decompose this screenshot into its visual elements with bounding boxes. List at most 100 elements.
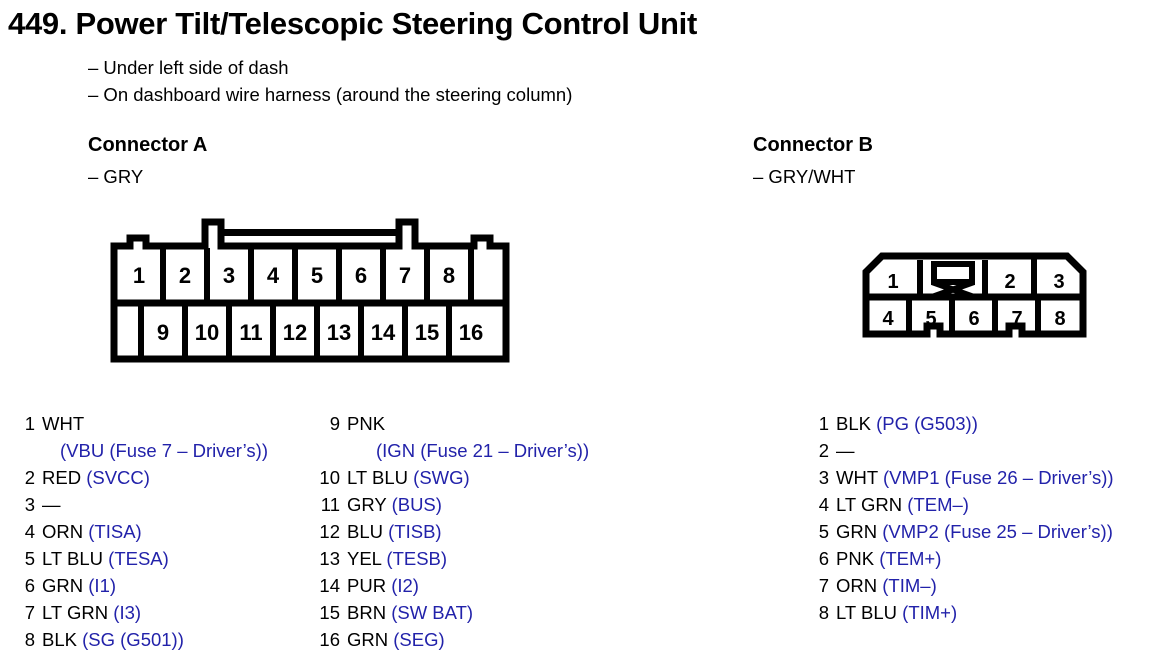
signal-name: (SW BAT) [391,602,474,623]
connector-b-pin-2: 2 [1004,271,1015,293]
signal-name: (IGN (Fuse 21 – Driver’s)) [376,440,590,461]
connector-b-pin-7: 7 [1011,308,1022,330]
connector-a-pin-13: 13 [327,320,351,345]
connector-a-pin-1: 1 [133,263,145,288]
pin-list-item: 6 PNK (TEM+) [818,545,1114,572]
pin-list-item: 1 WHT (VBU (Fuse 7 – Driver’s)) [24,410,268,464]
pin-list-item: 7 LT GRN (I3) [24,599,268,626]
wire-color: ORN [836,575,878,596]
pin-number: 11 [320,494,340,515]
pin-number: 7 [818,575,829,596]
connector-a-diagram: 1 2 3 4 5 6 7 8 9 10 11 12 13 14 15 16 [110,218,510,368]
connector-a-pin-9: 9 [157,320,169,345]
connector-b-pin-list: 1 BLK (PG (G503)) 2 — 3 WHT (VMP1 (Fuse … [818,410,1114,626]
signal-name: (VMP2 (Fuse 25 – Driver’s)) [882,521,1113,542]
signal-name: (SWG) [413,467,470,488]
wire-color: RED [42,467,82,488]
connector-b-pin-6: 6 [968,308,979,330]
pin-list-item: 5 GRN (VMP2 (Fuse 25 – Driver’s)) [818,518,1114,545]
pin-number: 2 [24,467,35,488]
connector-a-pin-list-left: 1 WHT (VBU (Fuse 7 – Driver’s)) 2 RED (S… [24,410,268,653]
pin-list-item: 16 GRN (SEG) [318,626,589,653]
connector-a-pin-3: 3 [223,263,235,288]
wire-color: LT GRN [836,494,903,515]
wire-color: LT GRN [42,602,109,623]
connector-a-pin-10: 10 [195,320,219,345]
pin-list-item: 8 LT BLU (TIM+) [818,599,1114,626]
connector-b-heading: Connector B [753,134,873,156]
pin-number: 2 [818,440,829,461]
wire-color: BLK [836,413,871,434]
connector-b-diagram: 1 2 3 4 5 6 7 8 [862,252,1087,347]
pin-number: 12 [319,521,340,542]
pin-number: 5 [24,548,35,569]
connector-a-heading: Connector A [88,134,208,156]
pin-number: 8 [818,602,829,623]
pin-list-item: 3 WHT (VMP1 (Fuse 26 – Driver’s)) [818,464,1114,491]
signal-name: (TESB) [386,548,448,569]
pin-number: 6 [24,575,35,596]
wire-color: — [836,440,855,461]
connector-b-color-code: – GRY/WHT [753,166,856,187]
wire-color: ORN [42,521,84,542]
connector-a-pin-8: 8 [443,263,455,288]
signal-name: (TISB) [388,521,442,542]
pin-list-item: 4 ORN (TISA) [24,518,268,545]
wire-color: PNK [347,413,386,434]
pin-list-item: 13 YEL (TESB) [318,545,589,572]
pin-list-item: 1 BLK (PG (G503)) [818,410,1114,437]
connector-a-pin-16: 16 [459,320,483,345]
pin-list-item: 14 PUR (I2) [318,572,589,599]
pin-number: 6 [818,548,829,569]
connector-a-pin-15: 15 [415,320,439,345]
pin-list-item: 12 BLU (TISB) [318,518,589,545]
wire-color: BLK [42,629,77,650]
latch-tab-icon [930,261,976,300]
connector-a-pin-4: 4 [267,263,280,288]
wire-color: GRN [42,575,84,596]
connector-b-pin-4: 4 [882,308,894,330]
connector-b-pin-8: 8 [1054,308,1065,330]
pin-number: 4 [818,494,829,515]
connector-b-pin-5: 5 [925,308,936,330]
pin-number: 1 [818,413,829,434]
pin-list-item: 15 BRN (SW BAT) [318,599,589,626]
pin-number: 10 [319,467,340,488]
pin-list-item: 4 LT GRN (TEM–) [818,491,1114,518]
pin-number: 15 [319,602,340,623]
signal-name: (I1) [88,575,117,596]
wire-color: WHT [836,467,878,488]
wire-color: LT BLU [836,602,898,623]
connector-a-pin-7: 7 [399,263,411,288]
connector-a-pin-2: 2 [179,263,191,288]
signal-name: (PG (G503)) [876,413,978,434]
signal-name: (TEM–) [907,494,969,515]
connector-a-pin-14: 14 [371,320,396,345]
signal-name: (VMP1 (Fuse 26 – Driver’s)) [882,467,1114,488]
location-notes: – Under left side of dash – On dashboard… [88,54,572,108]
signal-name: (TIM+) [902,602,958,623]
pin-number: 14 [319,575,340,596]
wire-color: GRN [347,629,389,650]
signal-name: (TEM+) [879,548,942,569]
connector-a-pin-5: 5 [311,263,323,288]
pin-number: 7 [24,602,35,623]
signal-name: (I3) [113,602,142,623]
pin-number: 4 [24,521,35,542]
pin-number: 3 [818,467,829,488]
page-title: 449. Power Tilt/Telescopic Steering Cont… [8,6,697,41]
pin-list-item: 6 GRN (I1) [24,572,268,599]
pin-number: 9 [329,413,340,434]
signal-name: (SEG) [393,629,445,650]
pin-number: 8 [24,629,35,650]
wire-color: BLU [347,521,383,542]
wire-color: LT BLU [42,548,104,569]
pin-list-item: 9 PNK (IGN (Fuse 21 – Driver’s)) [318,410,589,464]
wire-color: LT BLU [347,467,409,488]
pin-number: 16 [319,629,340,650]
pin-list-item: 8 BLK (SG (G501)) [24,626,268,653]
pin-list-item: 3 — [24,491,268,518]
connector-b-pin-1: 1 [887,271,898,293]
signal-name: (BUS) [391,494,442,515]
pin-number: 1 [24,413,35,434]
